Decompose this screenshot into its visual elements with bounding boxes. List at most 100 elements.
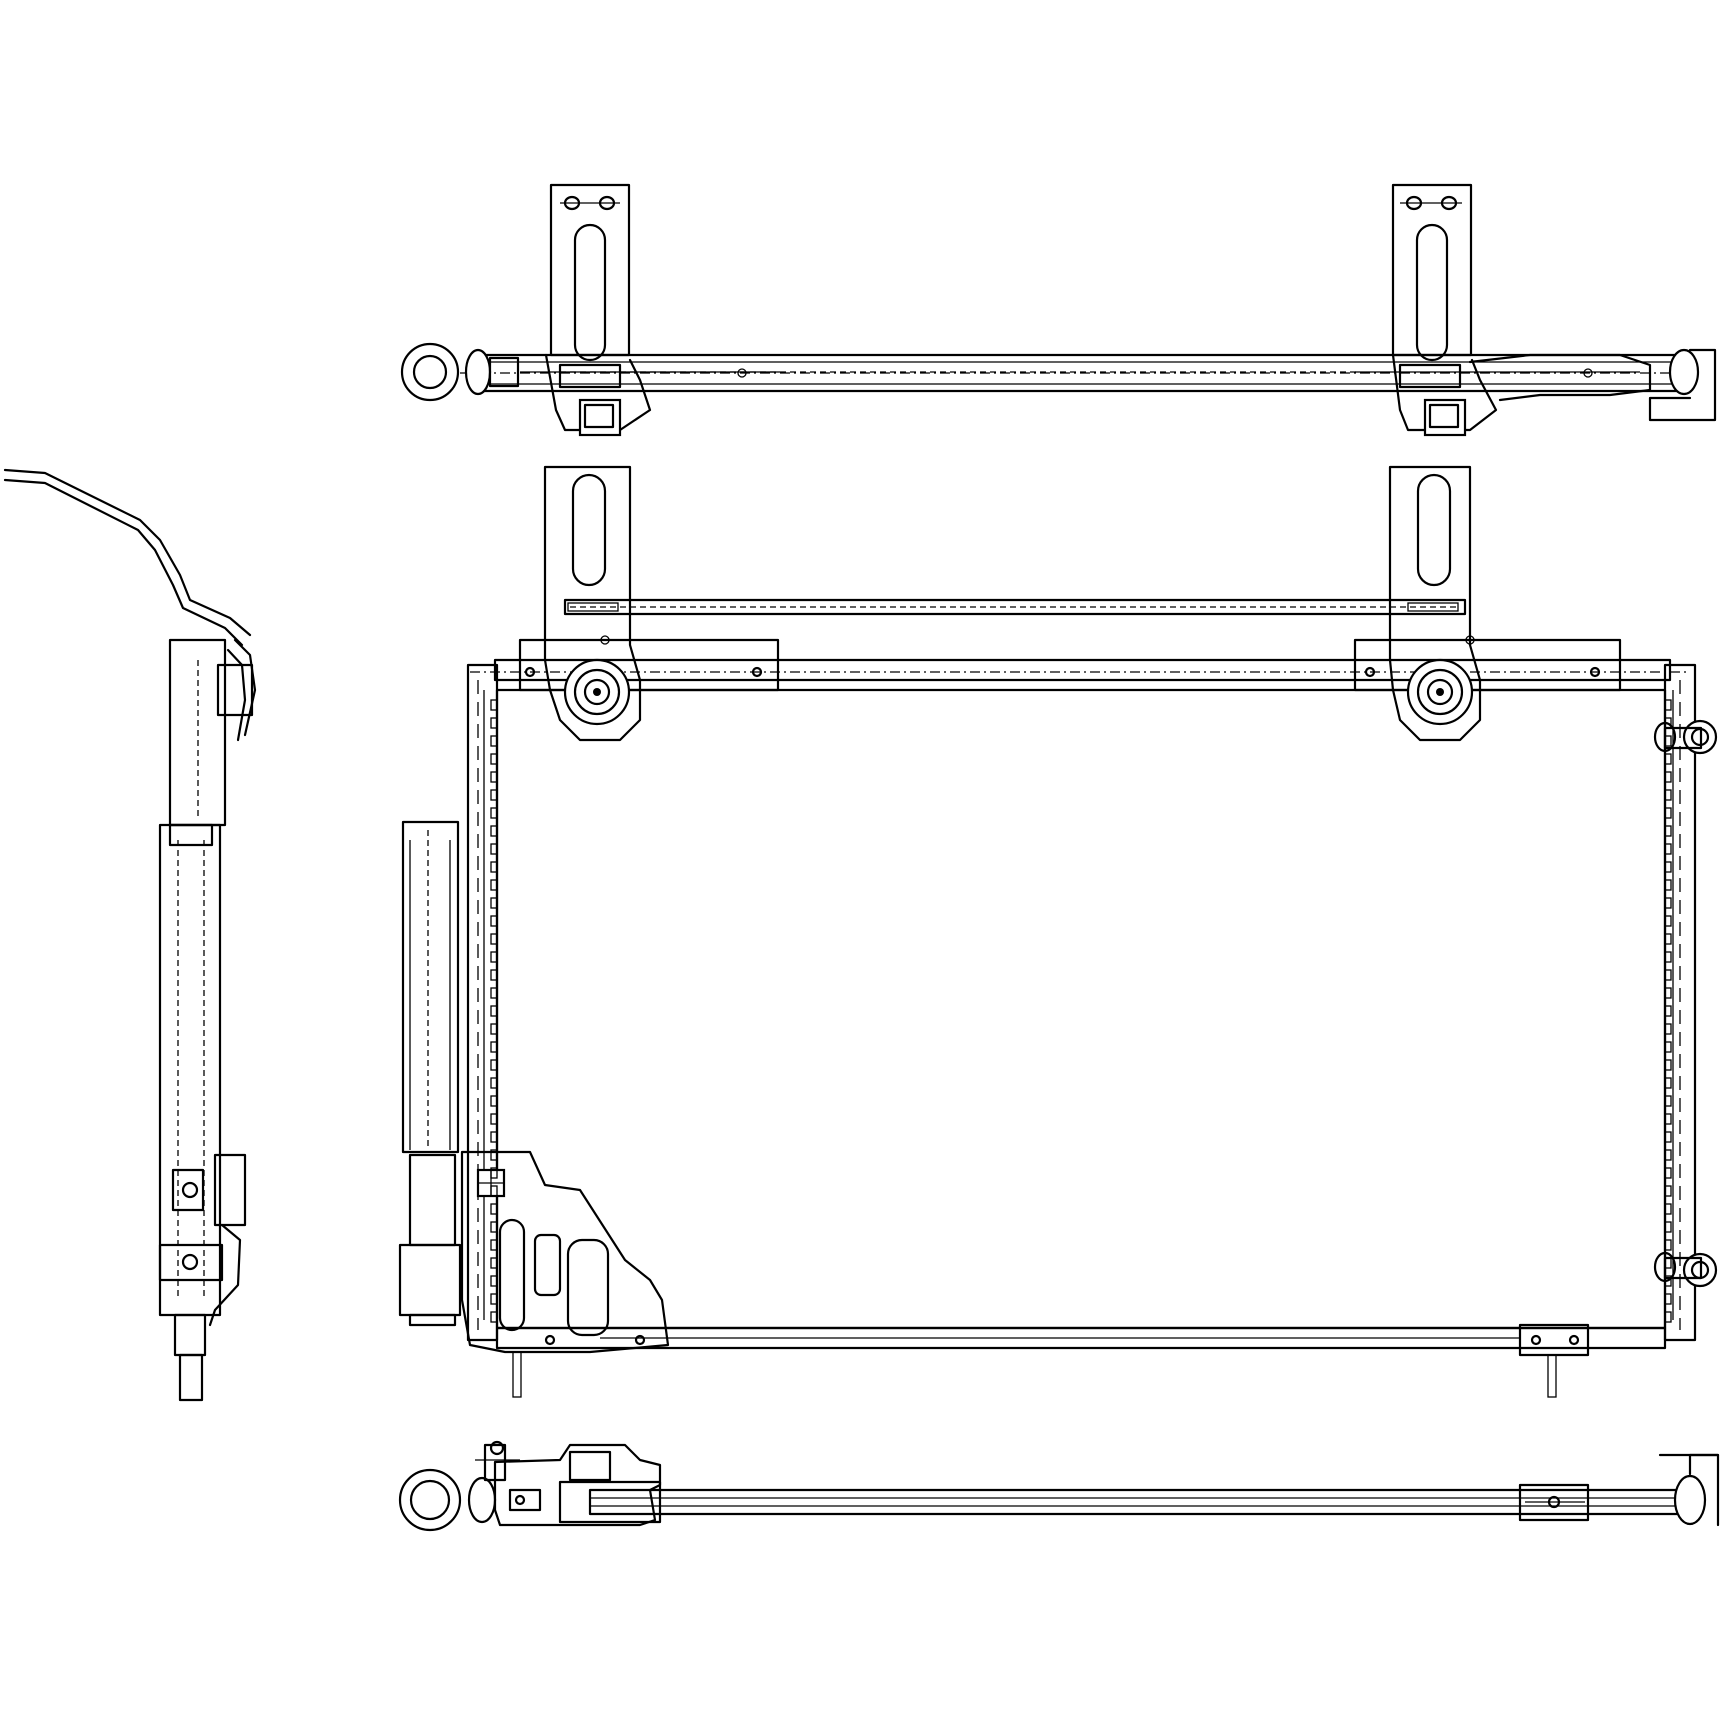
header-fin [1664,969,1672,981]
header-fin [490,951,498,963]
side-mid-clamp [171,1168,205,1212]
top-right-end-fitting [1648,348,1717,422]
header-fin [1664,1167,1672,1179]
header-fin [1664,843,1672,855]
header-fin [490,825,498,837]
side-outlet-stub [178,1353,204,1402]
bottom-right-clip [1518,1483,1590,1522]
header-fin [1664,1293,1672,1305]
bottom-view [398,1440,1720,1532]
header-fin [490,1077,498,1089]
front-right-header-tank [1663,663,1697,1342]
front-left-header-tank [466,663,499,1342]
header-fin [490,807,498,819]
bottom-right-end-fitting [1658,1453,1720,1527]
header-fin [490,717,498,729]
header-fin [1664,1149,1672,1161]
header-fin [490,1023,498,1035]
header-fin [1664,753,1672,765]
header-fin [1664,717,1672,729]
header-fin [490,933,498,945]
front-top-header [493,658,1672,682]
header-fin [490,1167,498,1179]
header-fin [1664,1059,1672,1071]
side-lower-clamp [158,1243,224,1282]
header-fin [1664,1041,1672,1053]
header-fin [1664,1221,1672,1233]
header-fin [1664,1203,1672,1215]
header-fin [490,915,498,927]
header-fin [1664,1275,1672,1287]
receiver-drier-bottle [398,820,462,1327]
header-fin [490,753,498,765]
front-left-mount-plate [518,638,780,692]
front-left-header-fins [490,699,498,1323]
header-fin [1664,789,1672,801]
header-fin [490,987,498,999]
header-fin [1664,1185,1672,1197]
front-right-header-fins [1664,699,1672,1323]
header-fin [1664,771,1672,783]
header-fin [490,771,498,783]
header-fin [490,1113,498,1125]
front-view [398,465,1718,1398]
header-fin [1664,1113,1672,1125]
condenser-core [495,688,1667,1330]
header-fin [1664,1131,1672,1143]
header-fin [1664,1005,1672,1017]
header-fin [1664,933,1672,945]
front-lower-left-bracket [460,1150,670,1398]
side-upper-fitting [216,663,254,717]
top-left-ring-fitting [400,342,520,402]
header-fin [490,1005,498,1017]
front-right-bracket [1388,465,1482,742]
header-fin [490,1059,498,1071]
header-fin [490,969,498,981]
header-fin [1664,699,1672,711]
bottom-left-ring-fitting [398,1468,497,1532]
header-fin [1664,735,1672,747]
front-left-bracket [543,465,642,742]
side-view [3,468,257,1402]
header-fin [1664,825,1672,837]
top-view [400,183,1717,437]
header-fin [490,1239,498,1251]
header-fin [490,1185,498,1197]
header-fin [1664,951,1672,963]
header-fin [490,1203,498,1215]
top-center-fastener [737,368,747,378]
header-fin [490,1221,498,1233]
side-main-tank [158,823,222,1317]
header-fin [490,1311,498,1323]
top-right-bracket [1355,183,1652,437]
header-fin [1664,1077,1672,1089]
header-fin [490,735,498,747]
header-fin [490,1131,498,1143]
front-upper-rail [563,598,1467,616]
top-left-bracket [520,183,780,437]
header-fin [1664,987,1672,999]
header-fin [490,1257,498,1269]
front-right-mount-plate [1353,638,1622,692]
header-fin [490,699,498,711]
header-fin [1664,1095,1672,1107]
header-fin [1664,1239,1672,1251]
header-fin [1664,1311,1672,1323]
header-fin [490,1095,498,1107]
header-fin [1664,1023,1672,1035]
header-fin [490,879,498,891]
header-fin [490,1293,498,1305]
front-right-connector-lower [1653,1251,1718,1288]
header-fin [490,1041,498,1053]
header-fin [1664,879,1672,891]
header-fin [1664,807,1672,819]
header-fin [490,1149,498,1161]
bottom-left-bracket-assembly [475,1440,662,1527]
header-fin [1664,861,1672,873]
header-fin [490,1275,498,1287]
header-fin [1664,915,1672,927]
header-fin [1664,897,1672,909]
side-inlet-pipe [3,468,252,637]
